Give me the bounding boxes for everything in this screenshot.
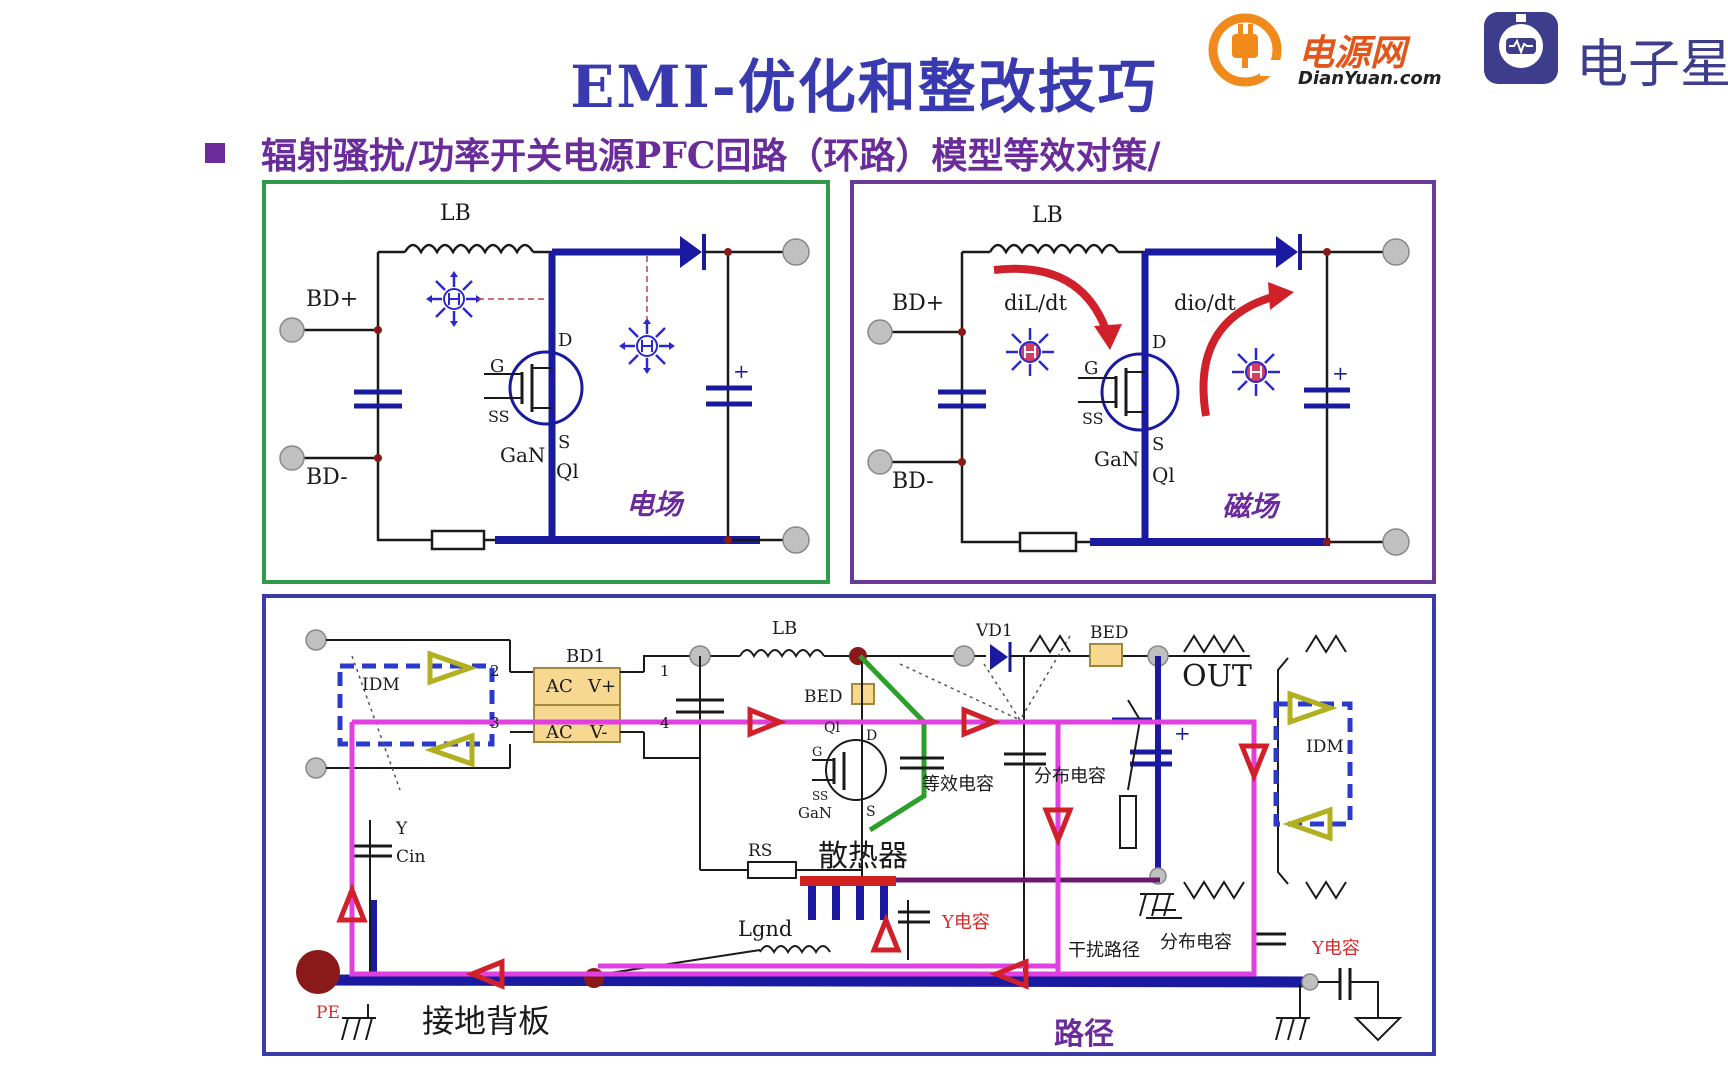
common-mode-loop: [349, 719, 1257, 977]
svg-text:1: 1: [660, 662, 670, 680]
e-field-icon: [424, 269, 484, 329]
svg-text:PE: PE: [316, 1003, 340, 1023]
svg-text:GaN: GaN: [798, 804, 832, 822]
elecfans-brand-cn: 电子星球: [1576, 35, 1728, 95]
loop-direction-arrows: [336, 706, 1270, 990]
svg-text:LB: LB: [1032, 203, 1063, 228]
svg-text:Y: Y: [395, 819, 408, 839]
svg-text:D: D: [558, 330, 572, 351]
inductor-lb: [403, 243, 535, 255]
svg-text:BD+: BD+: [306, 287, 358, 312]
svg-text:SS: SS: [488, 407, 510, 426]
svg-text:分布电容: 分布电容: [1160, 932, 1232, 953]
bottom-panel-frame: [262, 594, 1436, 1056]
svg-text:BD-: BD-: [306, 465, 348, 490]
svg-text:GaN: GaN: [500, 443, 545, 467]
svg-text:+: +: [733, 359, 750, 383]
svg-text:+: +: [1332, 361, 1349, 385]
path-label: 路径: [1054, 1017, 1114, 1052]
svg-text:V-: V-: [589, 722, 607, 743]
dianyuan-brand-cn: 电源网: [1298, 33, 1407, 74]
svg-text:BED: BED: [804, 687, 843, 707]
svg-text:BD1: BD1: [566, 646, 605, 667]
svg-text:D: D: [866, 728, 877, 744]
svg-text:Cin: Cin: [396, 847, 425, 867]
svg-text:Ql: Ql: [556, 459, 579, 483]
resistor-rs: [747, 861, 797, 879]
dianyuan-logo[interactable]: 电源网 DianYuan.com: [1200, 10, 1490, 90]
svg-text:RS: RS: [748, 841, 772, 861]
svg-text:diL/dt: diL/dt: [1004, 291, 1068, 315]
svg-text:+: +: [1174, 721, 1191, 745]
svg-text:G: G: [812, 745, 822, 760]
elecfans-logo[interactable]: 电子星球: [1480, 10, 1728, 95]
svg-text:AC: AC: [545, 722, 573, 743]
svg-text:V+: V+: [587, 676, 616, 697]
dio-dt-arrow: [1199, 292, 1278, 417]
svg-text:OUT: OUT: [1182, 659, 1252, 694]
svg-text:Y电容: Y电容: [1311, 938, 1360, 959]
svg-text:S: S: [558, 432, 570, 453]
heatsink-label: 散热器: [818, 839, 908, 874]
svg-text:AC: AC: [545, 676, 573, 697]
diode-icon: [680, 236, 702, 268]
page-subtitle: 辐射骚扰/功率开关电源PFC回路（环路）模型等效对策/: [261, 135, 1161, 177]
svg-text:LB: LB: [772, 618, 797, 639]
svg-text:SS: SS: [1082, 409, 1104, 428]
left-panel-frame: [262, 180, 830, 584]
svg-text:等效电容: 等效电容: [922, 774, 994, 795]
right-panel-frame: [850, 180, 1436, 584]
dianyuan-brand-en: DianYuan.com: [1298, 68, 1442, 89]
svg-text:BED: BED: [1090, 623, 1129, 643]
svg-text:G: G: [1084, 358, 1098, 379]
plug-icon: [1208, 13, 1282, 87]
svg-text:SS: SS: [812, 789, 828, 803]
bottom-panel-loop-model: BD1 AC V+ AC V- 1 2 3 4 IDM IDM LB VD1 B…: [262, 594, 1436, 1056]
h-field-label: 磁场: [1222, 490, 1281, 523]
svg-text:VD1: VD1: [975, 621, 1013, 641]
left-panel-electric-field: LB BD+ BD- D G SS S GaN Ql + 电场: [262, 180, 830, 584]
lb-label: LB: [440, 201, 471, 226]
svg-text:BD-: BD-: [892, 469, 934, 494]
robot-icon: [1484, 12, 1558, 84]
svg-text:IDM: IDM: [362, 675, 400, 695]
ground-plane-bus: [309, 974, 1311, 988]
svg-text:2: 2: [490, 662, 500, 680]
h-field-icon: [1004, 326, 1056, 378]
svg-text:dio/dt: dio/dt: [1174, 291, 1236, 315]
dil-dt-arrow: [993, 264, 1110, 332]
ground-plane-label: 接地背板: [422, 1002, 550, 1040]
e-field-label: 电场: [626, 488, 685, 521]
svg-text:BD+: BD+: [892, 291, 944, 316]
bullet-square-icon: [205, 143, 225, 163]
svg-text:D: D: [1152, 332, 1166, 353]
svg-text:IDM: IDM: [1306, 737, 1344, 757]
e-field-icon: [617, 316, 677, 376]
svg-text:4: 4: [660, 714, 670, 732]
subtitle-row: 辐射骚扰/功率开关电源PFC回路（环路）模型等效对策/: [205, 128, 1161, 178]
svg-text:Y电容: Y电容: [941, 912, 990, 933]
svg-text:S: S: [1152, 434, 1164, 455]
svg-text:分布电容: 分布电容: [1034, 766, 1106, 787]
svg-text:Ql: Ql: [824, 720, 840, 736]
page-title: EMI-优化和整改技巧: [570, 53, 1158, 121]
svg-text:3: 3: [490, 714, 500, 732]
svg-text:G: G: [490, 356, 504, 377]
h-field-icon: [1230, 346, 1282, 398]
svg-text:GaN: GaN: [1094, 447, 1139, 471]
pe-node: [296, 950, 340, 994]
svg-text:S: S: [866, 804, 876, 820]
svg-text:Lgnd: Lgnd: [738, 917, 792, 941]
right-panel-magnetic-field: LB BD+ BD- diL/dt dio/dt D G SS S GaN Ql…: [850, 180, 1436, 584]
svg-text:Ql: Ql: [1152, 463, 1175, 487]
svg-text:干扰路径: 干扰路径: [1068, 940, 1140, 961]
